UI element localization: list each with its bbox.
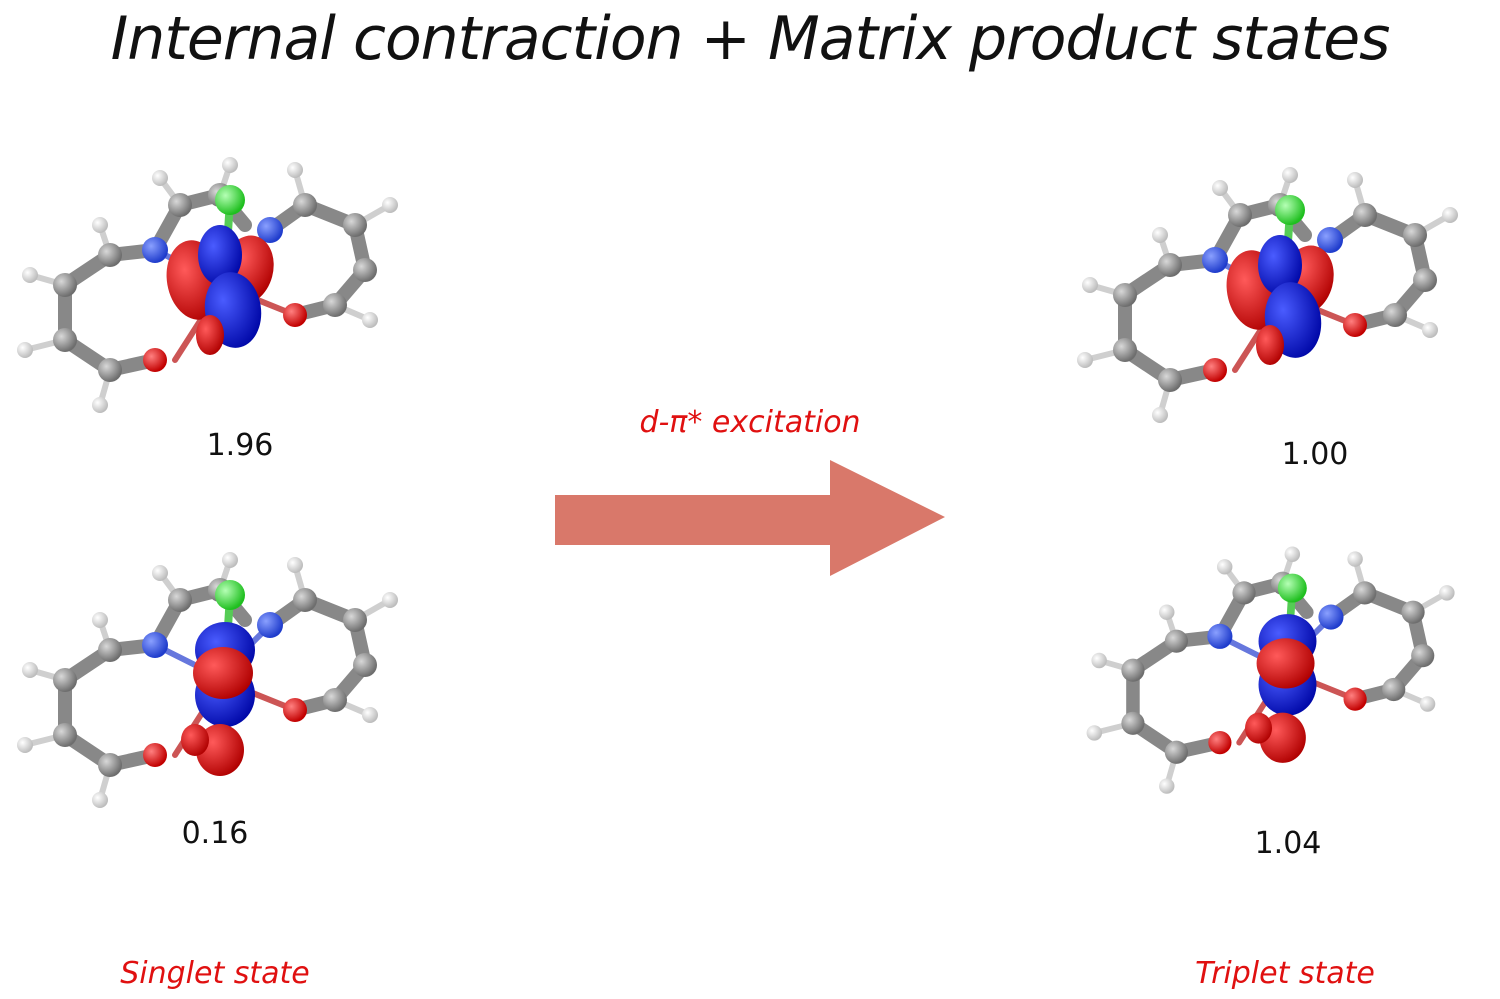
triplet-state-label: Triplet state <box>1195 956 1375 991</box>
triplet-occupation-2: 1.04 <box>1254 826 1322 861</box>
figure-title: Internal contraction + Matrix product st… <box>110 4 1391 74</box>
singlet-state-label: Singlet state <box>120 956 310 991</box>
singlet-occupation-1: 1.96 <box>206 428 274 463</box>
singlet-orbital-2-image <box>5 545 445 825</box>
triplet-orbital-1-image <box>1065 160 1500 440</box>
singlet-orbital-1-image <box>5 150 445 430</box>
excitation-label: d-π* excitation <box>639 405 861 440</box>
triplet-occupation-1: 1.00 <box>1281 437 1349 472</box>
excitation-arrow <box>555 460 945 576</box>
triplet-orbital-2-image <box>1075 535 1500 815</box>
singlet-occupation-2: 0.16 <box>181 816 249 851</box>
